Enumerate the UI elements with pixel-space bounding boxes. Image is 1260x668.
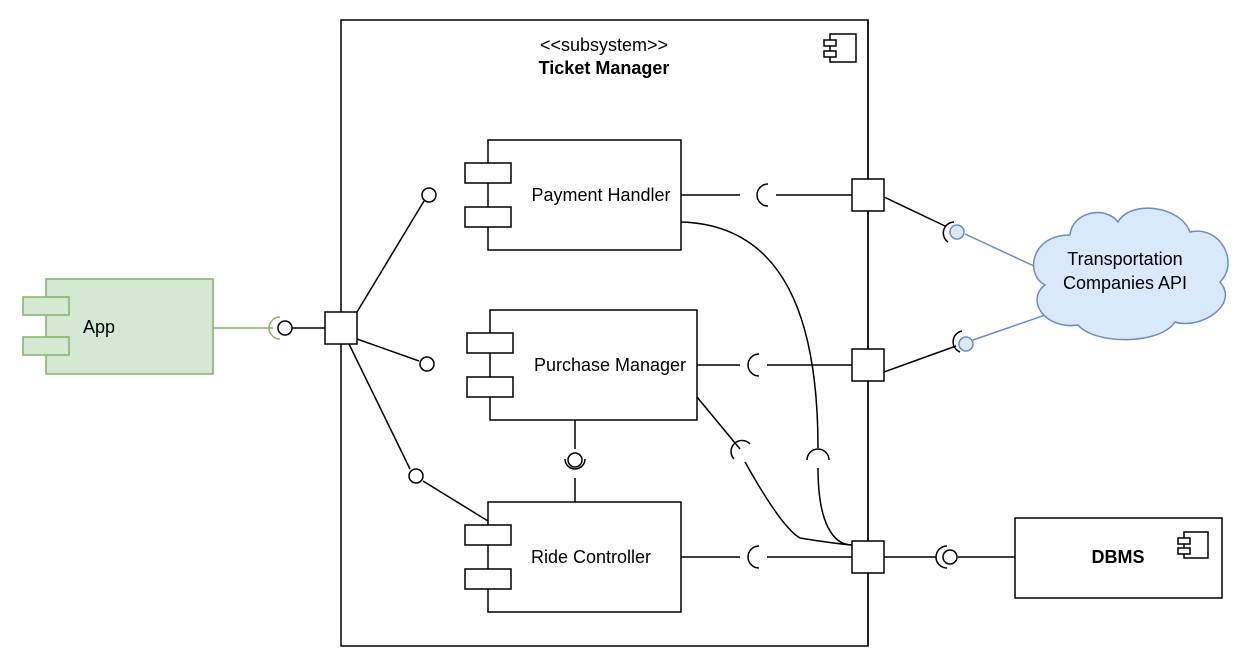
app-label: App [83,317,115,337]
payment-handler-label: Payment Handler [531,185,670,205]
left-port-to-purchase-line [356,338,420,362]
cloud-label-line2: Companies API [1063,273,1187,293]
dbms-provided-interface [942,549,958,565]
component-app[interactable]: App [22,278,214,375]
purchase-to-ride-interface [567,452,583,468]
dbms-label: DBMS [1092,547,1145,567]
right-port-bottom [851,540,885,574]
cloud-label-line1: Transportation [1067,249,1182,269]
ports [324,178,885,574]
api-interface-bottom [958,336,974,352]
cloud-transportation-api[interactable]: Transportation Companies API [1032,207,1229,341]
ride-controller-label: Ride Controller [531,547,651,567]
left-port-to-payment-line [356,200,425,313]
subsystem-title: Ticket Manager [539,58,670,78]
app-socket [268,316,281,340]
purchase-manager-label: Purchase Manager [534,355,686,375]
subsystem-stereotype: <<subsystem>> [540,35,668,55]
interface-balls [277,187,974,565]
left-port-to-ride-line [348,343,411,470]
ride-provided-interface [408,468,424,484]
left-port [324,311,358,345]
right-port-top [851,178,885,212]
right-port-middle [851,348,885,382]
component-icon [823,33,857,63]
api-interface-top [949,224,965,240]
component-payment-handler[interactable]: Payment Handler [464,139,682,251]
component-purchase-manager[interactable]: Purchase Manager [466,309,698,421]
purchase-provided-interface [419,356,435,372]
payment-provided-interface [421,187,437,203]
component-dbms[interactable]: DBMS [1014,517,1223,599]
component-ride-controller[interactable]: Ride Controller [464,501,682,613]
component-icon [1177,531,1209,559]
